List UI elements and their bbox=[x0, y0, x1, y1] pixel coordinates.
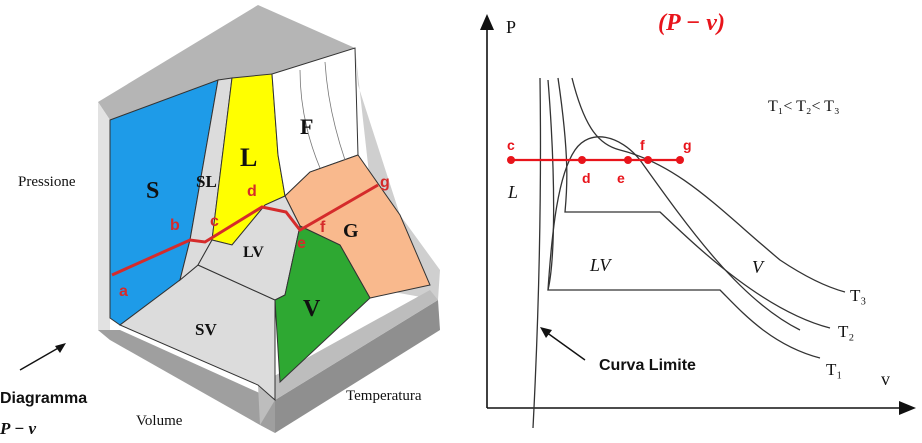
region-label-F: F bbox=[300, 114, 313, 139]
back-wall bbox=[98, 5, 355, 120]
point-d bbox=[578, 156, 586, 164]
point-label-f: f bbox=[320, 219, 326, 236]
region-label-LV: LV bbox=[589, 255, 612, 275]
point-label-f: f bbox=[640, 137, 645, 153]
pvt-surface-diagram: S SL L F LV G SV V a b c d e f g Pressio… bbox=[0, 5, 440, 438]
point-label-c: c bbox=[210, 213, 219, 230]
point-label-e: e bbox=[297, 235, 306, 252]
point-e bbox=[624, 156, 632, 164]
point-c bbox=[507, 156, 515, 164]
caption-arrow-shaft bbox=[19, 346, 61, 371]
caption-diagramma: Diagramma bbox=[0, 390, 87, 407]
curva-limite-arrow-head bbox=[540, 327, 552, 338]
region-label-V: V bbox=[303, 296, 321, 322]
pv-diagram: P v (P − v) T₁< T₂< T₃ c f g d e L LV V … bbox=[480, 10, 916, 429]
point-label-g: g bbox=[380, 174, 390, 191]
path-a-g bbox=[111, 183, 379, 277]
region-label-L: L bbox=[507, 182, 518, 202]
isotherm-label-t2: T₂ bbox=[838, 322, 854, 341]
region-label-SL: SL bbox=[196, 172, 217, 191]
point-g bbox=[676, 156, 684, 164]
caption-arrow-head bbox=[55, 343, 66, 353]
fluid-contour-line bbox=[324, 61, 346, 161]
point-label-g: g bbox=[683, 137, 692, 153]
curva-limite-label: Curva Limite bbox=[599, 357, 696, 374]
point-label-e: e bbox=[617, 170, 625, 186]
vapor-region bbox=[274, 225, 371, 384]
axis-label-v: v bbox=[881, 369, 890, 389]
right-slab-front bbox=[275, 300, 440, 433]
bottom-slab bbox=[98, 330, 275, 433]
isotherm-t3 bbox=[571, 77, 846, 293]
right-slab-top bbox=[258, 290, 438, 425]
isotherm-label-t1: T₁ bbox=[826, 360, 842, 379]
diagram-title: (P − v) bbox=[658, 10, 725, 36]
point-label-d: d bbox=[247, 183, 257, 200]
isotherm-t2 bbox=[557, 77, 831, 329]
region-label-G: G bbox=[343, 220, 359, 242]
isotherm-label-t3: T₃ bbox=[850, 286, 866, 305]
axis-label-p: P bbox=[506, 17, 516, 37]
fluid-contour-line bbox=[299, 69, 321, 169]
axis-label-temperatura: Temperatura bbox=[346, 388, 422, 404]
region-label-S: S bbox=[146, 178, 159, 204]
left-wall-front bbox=[98, 102, 110, 340]
temperature-relation: T₁< T₂< T₃ bbox=[768, 98, 840, 115]
curva-limite-arrow-shaft bbox=[545, 331, 586, 361]
axis-label-volume: Volume bbox=[136, 413, 183, 429]
point-label-c: c bbox=[507, 137, 515, 153]
axis-label-pressione: Pressione bbox=[18, 174, 76, 190]
region-label-SV: SV bbox=[195, 320, 217, 339]
region-label-L: L bbox=[240, 143, 257, 172]
p-axis-arrow bbox=[480, 14, 494, 30]
caption-p-v: P − v bbox=[0, 419, 37, 438]
point-label-b: b bbox=[170, 217, 180, 234]
region-label-V: V bbox=[752, 257, 765, 277]
solid-liquid-line bbox=[532, 77, 542, 429]
region-label-LV: LV bbox=[243, 244, 264, 261]
point-f bbox=[644, 156, 652, 164]
v-axis-arrow bbox=[899, 401, 916, 415]
point-label-a: a bbox=[119, 283, 128, 300]
point-label-d: d bbox=[582, 170, 591, 186]
saturation-dome bbox=[547, 136, 801, 331]
